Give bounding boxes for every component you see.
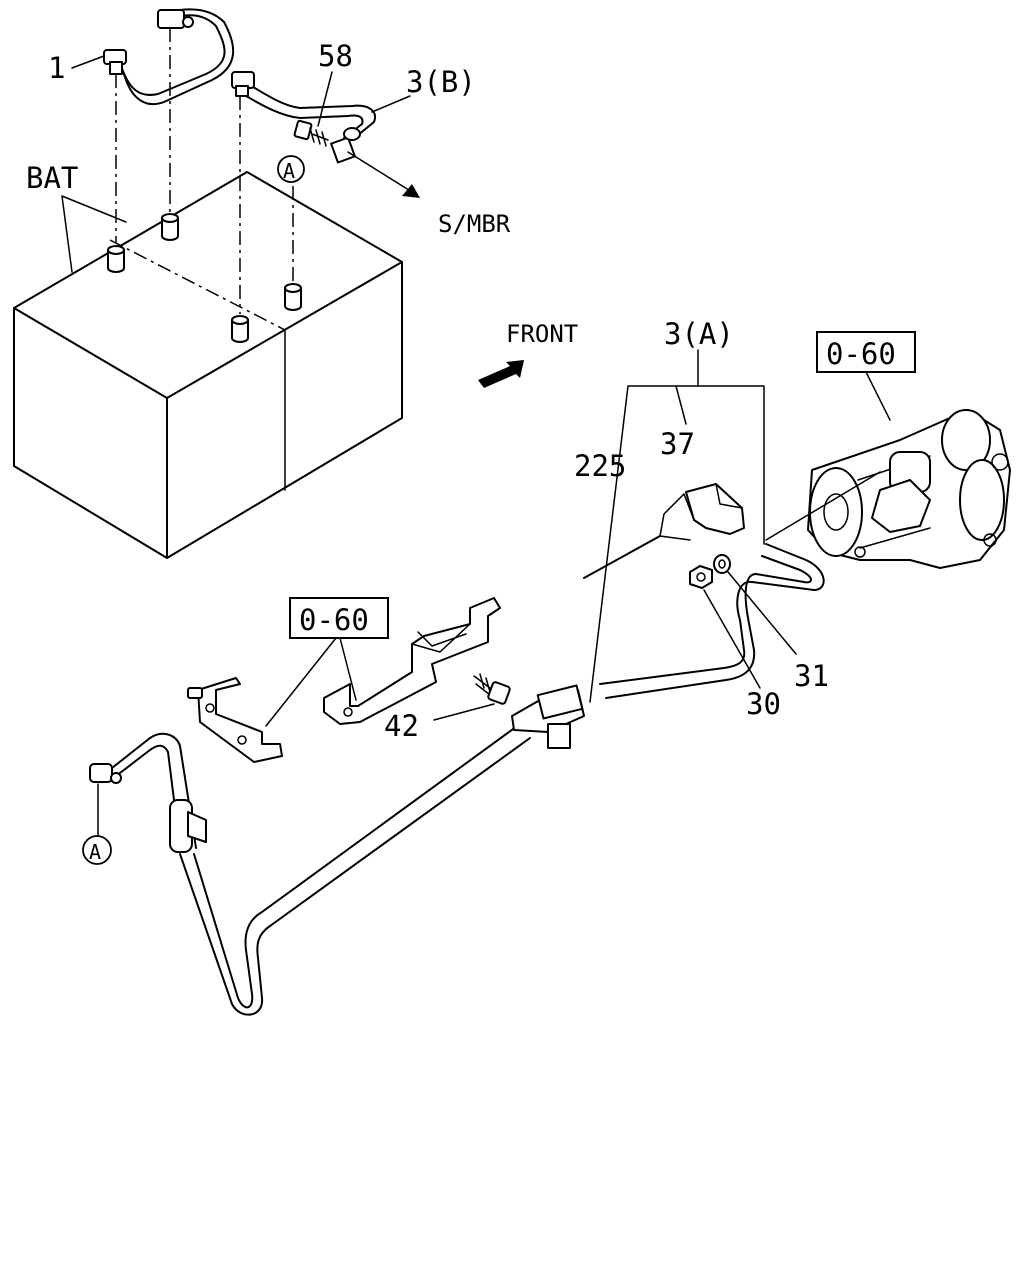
part-42-label: 42 [384,709,419,743]
part-31-label: 31 [794,659,829,693]
cable-clamp-225 [511,684,585,749]
bolt-42 [473,673,511,705]
battery-terminal-2 [161,213,179,241]
terminal-cover-37 [583,483,745,579]
ref-box-starter: 0-60 [816,331,916,373]
battery-terminal-1 [107,245,125,273]
part-3a-bracket [589,385,765,703]
svg-text:A: A [283,159,295,183]
svg-text:A: A [89,840,101,864]
smbr-label: S/MBR [438,210,511,238]
nut-30 [689,565,713,589]
bracket-right [323,597,501,725]
part-1-label: 1 [48,51,65,85]
battery [13,171,403,559]
part-30-label: 30 [746,687,781,721]
smbr-direction [347,151,420,198]
bolt-58 [293,119,329,147]
bat-label: BAT [26,161,78,195]
part-3b-label: 3(B) [406,65,476,99]
front-label: FRONT [506,320,578,348]
part-37-label: 37 [660,427,695,461]
svg-text:0-60: 0-60 [826,337,896,371]
bat-leader [61,195,127,273]
ref-box-bracket: 0-60 [289,597,389,639]
bracket-left [187,677,283,763]
callout-a-top: A [277,155,305,183]
part-225-label: 225 [574,449,626,483]
battery-cable-3a [89,543,825,1016]
battery-terminal-3 [231,315,249,343]
svg-text:0-60: 0-60 [299,603,369,637]
battery-jumper-cable-1 [103,8,235,106]
starter-motor [765,409,1011,569]
part-3a-label: 3(A) [664,317,734,351]
washer-31 [713,554,731,574]
part-58-label: 58 [318,39,353,73]
battery-terminal-4 [284,283,302,311]
callout-a-bottom: A [82,835,112,865]
front-direction-arrow-icon [478,360,524,388]
battery-cable-3b [231,71,376,164]
